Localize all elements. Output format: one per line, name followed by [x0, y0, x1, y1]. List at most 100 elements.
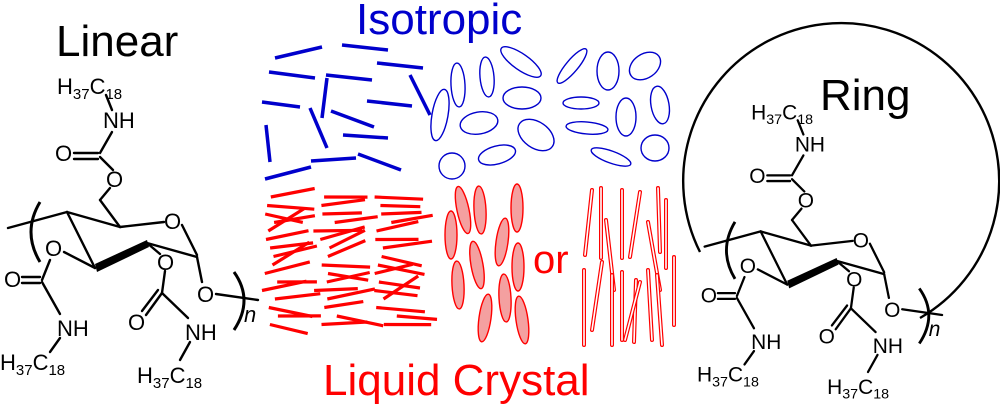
liquid-crystal-rod [376, 220, 419, 233]
isotropic-rod [274, 45, 323, 60]
liquid-crystal-rod [326, 287, 376, 301]
liquid-crystal-thin-rod-core [647, 269, 653, 341]
liquid-crystal-rod [274, 292, 321, 301]
isotropic-ellipsoid [565, 121, 609, 135]
isotropic-ellipsoid [640, 134, 670, 162]
isotropic-ellipsoid [517, 118, 555, 152]
alkyl-chain: H37C18 [0, 350, 65, 379]
liquid-crystal-ellipsoid [511, 242, 525, 292]
carbonyl-oxygen: O [128, 310, 145, 335]
liquid-crystal-rod [334, 215, 378, 225]
liquid-crystal-rod [380, 203, 421, 209]
liquid-crystal-rod [374, 262, 413, 276]
liquid-crystal-rod [324, 300, 364, 310]
nh-group: NH [103, 108, 135, 133]
nh-group: NH [185, 320, 217, 345]
liquid-crystal-thin-rod-core [629, 191, 641, 258]
liquid-crystal-rod [321, 198, 366, 208]
ring-closure-arc [681, 21, 1000, 320]
liquid-crystal-ellipsoid [510, 183, 524, 233]
liquid-crystal-thin-rod-core [656, 274, 663, 346]
liquid-crystal-thin-rod-core [584, 189, 593, 256]
glycosidic-oxygen: O [197, 282, 214, 307]
liquid-crystal-thin-rod-core [633, 279, 637, 343]
c3-oxygen: O [740, 255, 756, 278]
alkyl-chain: H37C18 [751, 101, 813, 128]
liquid-crystal-rod [266, 203, 315, 211]
isotropic-ellipsoid [628, 51, 662, 81]
liquid-crystal-rod [396, 314, 438, 321]
liquid-crystal-thin-rod-core [657, 187, 661, 253]
liquid-crystal-rod [322, 211, 362, 216]
isotropic-rod [408, 74, 432, 116]
liquid-crystal-rod [264, 260, 311, 276]
isotropic-rod [376, 61, 424, 70]
linear-title: Linear [56, 17, 178, 66]
isotropic-rod [357, 152, 402, 172]
liquid-crystal-rod [267, 207, 305, 233]
alkyl-chain: H37C18 [697, 364, 759, 391]
liquid-crystal-rod [374, 288, 418, 298]
isotropic-rod [264, 124, 272, 163]
isotropic-ellipsoid [500, 46, 542, 78]
nh-group: NH [751, 331, 781, 354]
isotropic-rod [264, 165, 312, 181]
carbonyl-oxygen: O [749, 165, 765, 188]
ring-oxygen: O [164, 209, 181, 234]
liquid-crystal-rod [381, 210, 422, 216]
isotropic-ellipsoid [596, 51, 620, 91]
nh-group: NH [57, 316, 89, 341]
c6-oxygen: O [106, 167, 123, 192]
liquid-crystal-ellipsoid [469, 240, 485, 290]
liquid-crystal-rod [382, 274, 420, 301]
liquid-crystal-rod [270, 186, 316, 199]
liquid-crystal-rod [326, 270, 371, 284]
repeat-index: n [929, 318, 941, 341]
isotropic-rod [261, 100, 301, 109]
liquid-crystal-ellipsoid [514, 295, 530, 345]
liquid-crystal-title: Liquid Crystal [323, 356, 590, 404]
c3-oxygen: O [45, 236, 62, 261]
isotropic-rod [342, 133, 389, 140]
isotropic-ellipsoid [590, 147, 632, 167]
liquid-crystal-rod [319, 225, 366, 242]
liquid-crystal-rod [328, 228, 366, 250]
repeat-index: n [244, 302, 256, 327]
liquid-crystal-rod [321, 320, 368, 327]
carbonyl-oxygen: O [4, 267, 21, 292]
ring-structure: O O O NH H37C18 O O NH H37C18 O O NH H37… [697, 101, 944, 403]
liquid-crystal-thin-rods [582, 186, 676, 347]
liquid-crystal-rod [381, 254, 423, 268]
carbonyl-oxygen: O [819, 326, 835, 349]
isotropic-rod [341, 43, 389, 52]
isotropic-ellipsoid [477, 144, 517, 166]
isotropic-rod [330, 109, 375, 129]
isotropic-ellipsoid [459, 110, 499, 136]
isotropic-ellipsoid [479, 56, 495, 98]
alkyl-chain: H37C18 [827, 376, 889, 403]
liquid-crystal-ellipsoid [477, 293, 493, 343]
isotropic-ellipsoids [430, 46, 671, 180]
liquid-crystal-ellipsoid [498, 273, 512, 323]
ring-oxygen: O [853, 230, 869, 253]
or-label: or [533, 238, 569, 282]
c2-oxygen: O [157, 250, 174, 275]
liquid-crystal-rod [374, 195, 424, 201]
liquid-crystal-rod [382, 239, 433, 250]
liquid-crystal-ellipsoid [454, 185, 472, 235]
liquid-crystal-rod [377, 263, 425, 276]
carbonyl-oxygen: O [55, 141, 72, 166]
isotropic-ellipsoid [556, 48, 588, 84]
alkyl-chain: H37C18 [137, 363, 202, 392]
liquid-crystal-rod [376, 305, 426, 314]
isotropic-rod [320, 77, 329, 119]
isotropic-rod [325, 73, 373, 82]
isotropic-rod [268, 70, 316, 80]
liquid-crystal-rod [378, 280, 421, 290]
isotropic-title: Isotropic [356, 0, 522, 44]
glycosidic-oxygen: O [884, 299, 900, 322]
liquid-crystal-ellipsoid [494, 217, 510, 267]
alkyl-chain: H37C18 [57, 74, 122, 103]
isotropic-ellipsoid [502, 86, 542, 110]
